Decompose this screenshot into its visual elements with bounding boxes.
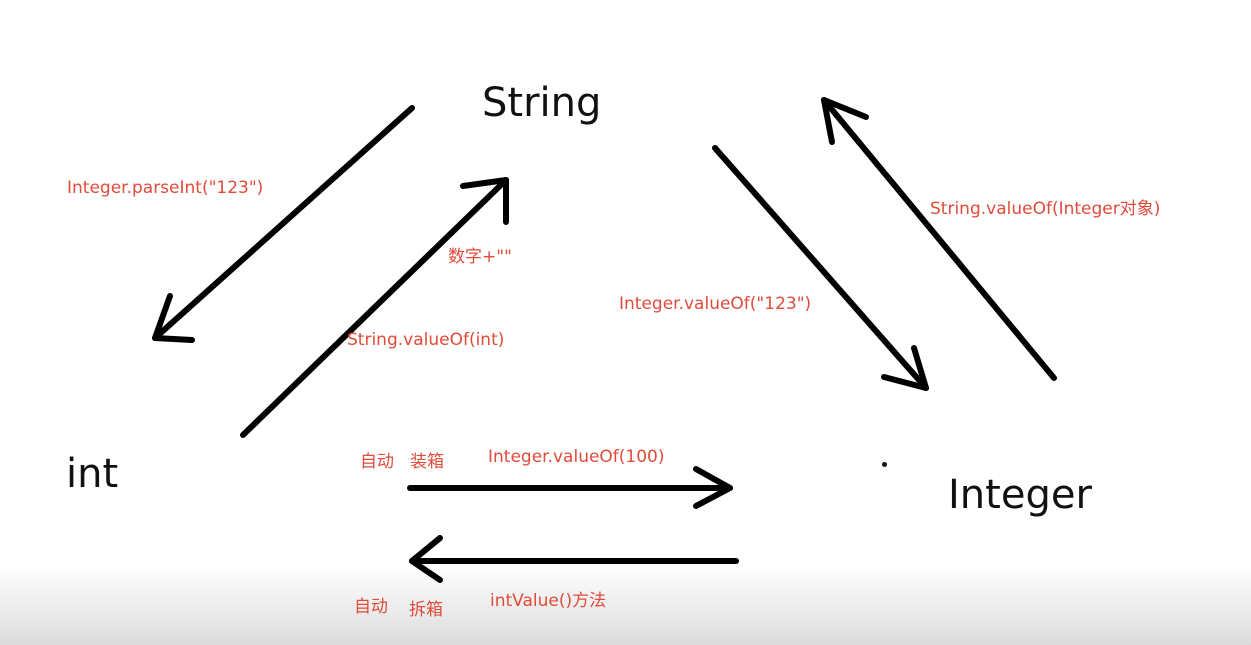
arrow-string-to-int <box>152 105 415 343</box>
stray-dot <box>882 462 887 467</box>
node-integer: Integer <box>948 472 1092 518</box>
arrow-integer-to-string <box>821 97 1057 381</box>
arrow-int-to-integer <box>407 466 733 509</box>
arrow-string-to-integer <box>712 145 929 391</box>
label-int-value-method: intValue()方法 <box>490 591 607 611</box>
label-autobox-word-2: 装箱 <box>410 452 444 472</box>
label-parse-int: Integer.parseInt("123") <box>67 178 264 198</box>
label-number-plus-empty-string: 数字+"" <box>448 247 512 267</box>
label-string-valueof-int: String.valueOf(int) <box>347 330 505 350</box>
label-autobox-word-1: 自动 <box>360 452 394 472</box>
label-string-valueof-integer: String.valueOf(Integer对象) <box>930 199 1161 219</box>
node-int: int <box>66 451 119 497</box>
arrow-integer-to-int <box>409 535 739 583</box>
label-integer-valueof-string: Integer.valueOf("123") <box>619 294 812 314</box>
arrow-int-to-string <box>240 177 509 438</box>
bottom-gradient-band <box>0 565 1251 645</box>
label-unbox-word-1: 自动 <box>354 597 388 617</box>
node-string: String <box>482 80 602 126</box>
label-integer-valueof-100: Integer.valueOf(100) <box>488 447 665 467</box>
label-unbox-word-2: 拆箱 <box>409 600 443 620</box>
